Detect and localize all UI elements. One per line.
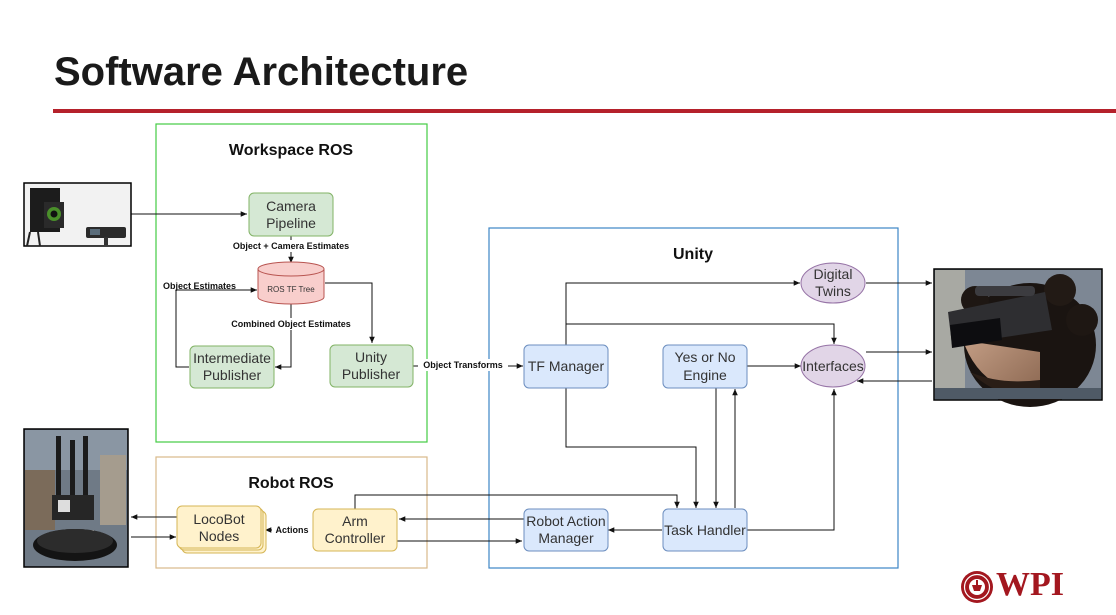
node-intermediate-publisher: Intermediate Publisher [189,345,275,389]
edge-label-actions: Actions [275,525,308,535]
svg-text:Publisher: Publisher [203,367,262,383]
edge-tfmanager-to-digitaltwins [565,280,800,345]
edge-label-object-camera-estimates: Object + Camera Estimates [233,241,349,251]
svg-text:TF Manager: TF Manager [528,358,605,374]
node-tf-manager: TF Manager [523,344,609,389]
wpi-logo [961,571,993,603]
edge-intermediate-to-tftree [175,287,257,368]
svg-text:Interfaces: Interfaces [802,358,863,374]
node-unity-publisher: Unity Publisher [329,344,414,388]
group-unity: Unity [488,227,899,569]
slide-title: Software Architecture [54,50,469,94]
svg-text:Controller: Controller [325,530,386,546]
svg-text:Twins: Twins [815,283,851,299]
svg-text:Robot Action: Robot Action [526,513,605,529]
group-robot-ros: Robot ROS [155,456,428,569]
edge-label-object-transforms: Object Transforms [423,360,503,370]
robot-photo [23,428,129,568]
camera-photo [23,182,132,247]
svg-text:Yes or No: Yes or No [675,349,736,365]
svg-text:Pipeline: Pipeline [266,215,316,231]
node-camera-pipeline: Camera Pipeline [248,192,334,237]
node-task-handler: Task Handler [662,508,748,552]
edge-label-object-estimates: Object Estimates [163,281,236,291]
svg-text:Digital: Digital [814,266,853,282]
title-divider [53,109,1116,113]
edge-taskhandler-to-interfaces [747,389,837,531]
edge-label-combined-object-estimates: Combined Object Estimates [231,319,351,329]
group-label-workspace-ros: Workspace ROS [229,142,354,159]
svg-text:Task Handler: Task Handler [664,522,746,538]
node-locobot-nodes: LocoBot Nodes [176,505,267,554]
group-label-robot-ros: Robot ROS [248,475,334,492]
svg-text:Camera: Camera [266,198,316,214]
svg-text:Arm: Arm [342,513,368,529]
svg-text:Publisher: Publisher [342,366,401,382]
edge-tfmanager-to-interfaces [566,323,837,344]
svg-text:Nodes: Nodes [199,528,239,544]
svg-text:Intermediate: Intermediate [193,350,271,366]
node-yes-or-no-engine: Yes or No Engine [662,344,748,389]
svg-text:Unity: Unity [355,349,387,365]
edge-tftree-to-unitypub [325,282,375,343]
edge-tftree-to-intermediate [275,303,292,370]
group-label-unity: Unity [673,246,713,263]
node-robot-action-manager: Robot Action Manager [523,508,609,552]
svg-text:LocoBot: LocoBot [193,511,244,527]
svg-text:Manager: Manager [538,530,594,546]
edge-tfmanager-to-taskhandler [565,388,699,508]
edge-arm-to-taskhandler [354,494,680,509]
headset-user-photo [933,268,1103,407]
node-interfaces: Interfaces [800,344,866,388]
node-arm-controller: Arm Controller [312,508,398,552]
svg-text:Engine: Engine [683,367,727,383]
node-ros-tf-tree: ROS TF Tree [257,261,325,305]
group-workspace-ros: Workspace ROS [155,123,428,443]
wpi-logo-text: WPI [996,566,1064,603]
node-digital-twins: Digital Twins [800,262,866,304]
svg-text:ROS TF Tree: ROS TF Tree [267,285,315,294]
